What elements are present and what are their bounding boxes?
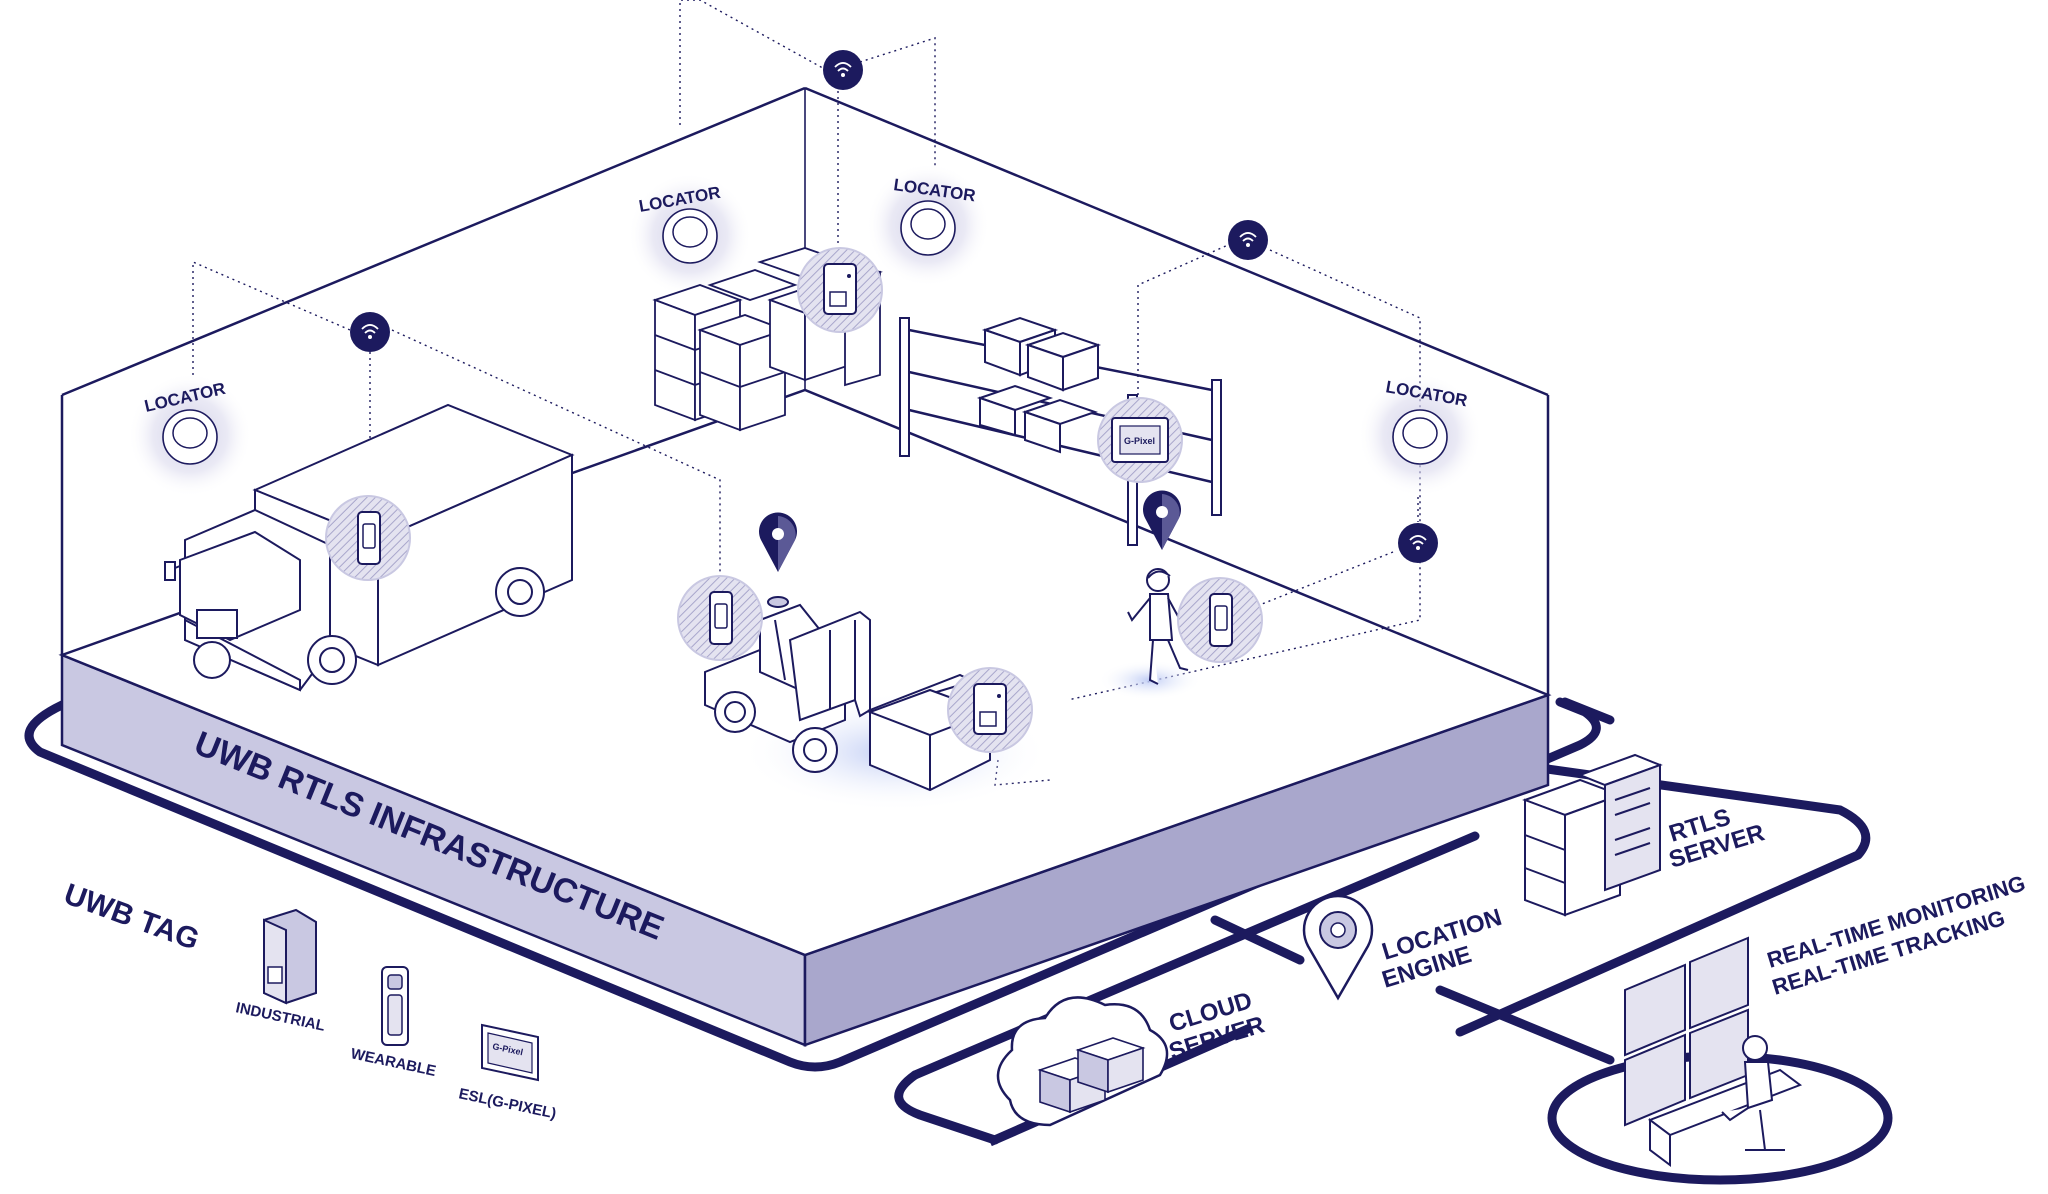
tag-legend-item: ESL(G-PIXEL): [457, 1085, 558, 1122]
uwb-tag-icon: [677, 575, 763, 661]
gpixel-text: G-Pixel: [1124, 436, 1155, 446]
signal-icon: [823, 50, 863, 90]
signal-lines: [192, 0, 1421, 786]
locator-4: LOCATOR: [1358, 373, 1482, 497]
uwb-tag-icon: G-Pixel: [1097, 397, 1183, 483]
truck-icon: [164, 403, 575, 692]
uwb-tag-icon: [947, 667, 1033, 753]
industrial-tag-icon: [263, 908, 317, 1005]
locator-2: LOCATOR: [628, 173, 752, 297]
tag-legend-item: INDUSTRIAL: [234, 999, 326, 1035]
uwb-tag-icon: [325, 495, 411, 581]
location-pin-icon: [1143, 490, 1181, 550]
location-pin-icon: [759, 512, 797, 572]
tag-legend-item: WEARABLE: [349, 1045, 437, 1080]
monitor-wall-icon: [1624, 936, 1803, 1167]
uwb-tag-icon: [1177, 577, 1263, 663]
network-links: [24, 697, 1871, 1145]
signal-icon: [1398, 523, 1438, 563]
tag-hotspots: G-Pixel: [325, 247, 1263, 753]
signal-badges: [350, 50, 1438, 563]
wearable-tag-icon: [381, 966, 409, 1046]
signal-icon: [1228, 220, 1268, 260]
locator-1: LOCATOR: [128, 373, 252, 497]
worker-icon: [1098, 568, 1202, 700]
cloud-icon: [996, 996, 1169, 1127]
location-engine-icon: [1302, 894, 1374, 1001]
locator-3: LOCATOR: [866, 163, 990, 287]
server-rack-icon: [1522, 753, 1663, 917]
tag-legend-title: UWB TAG: [60, 878, 204, 957]
uwb-tag-icon: [797, 247, 883, 333]
signal-icon: [350, 312, 390, 352]
esl-tag-icon: G-Pixel: [481, 1023, 539, 1082]
